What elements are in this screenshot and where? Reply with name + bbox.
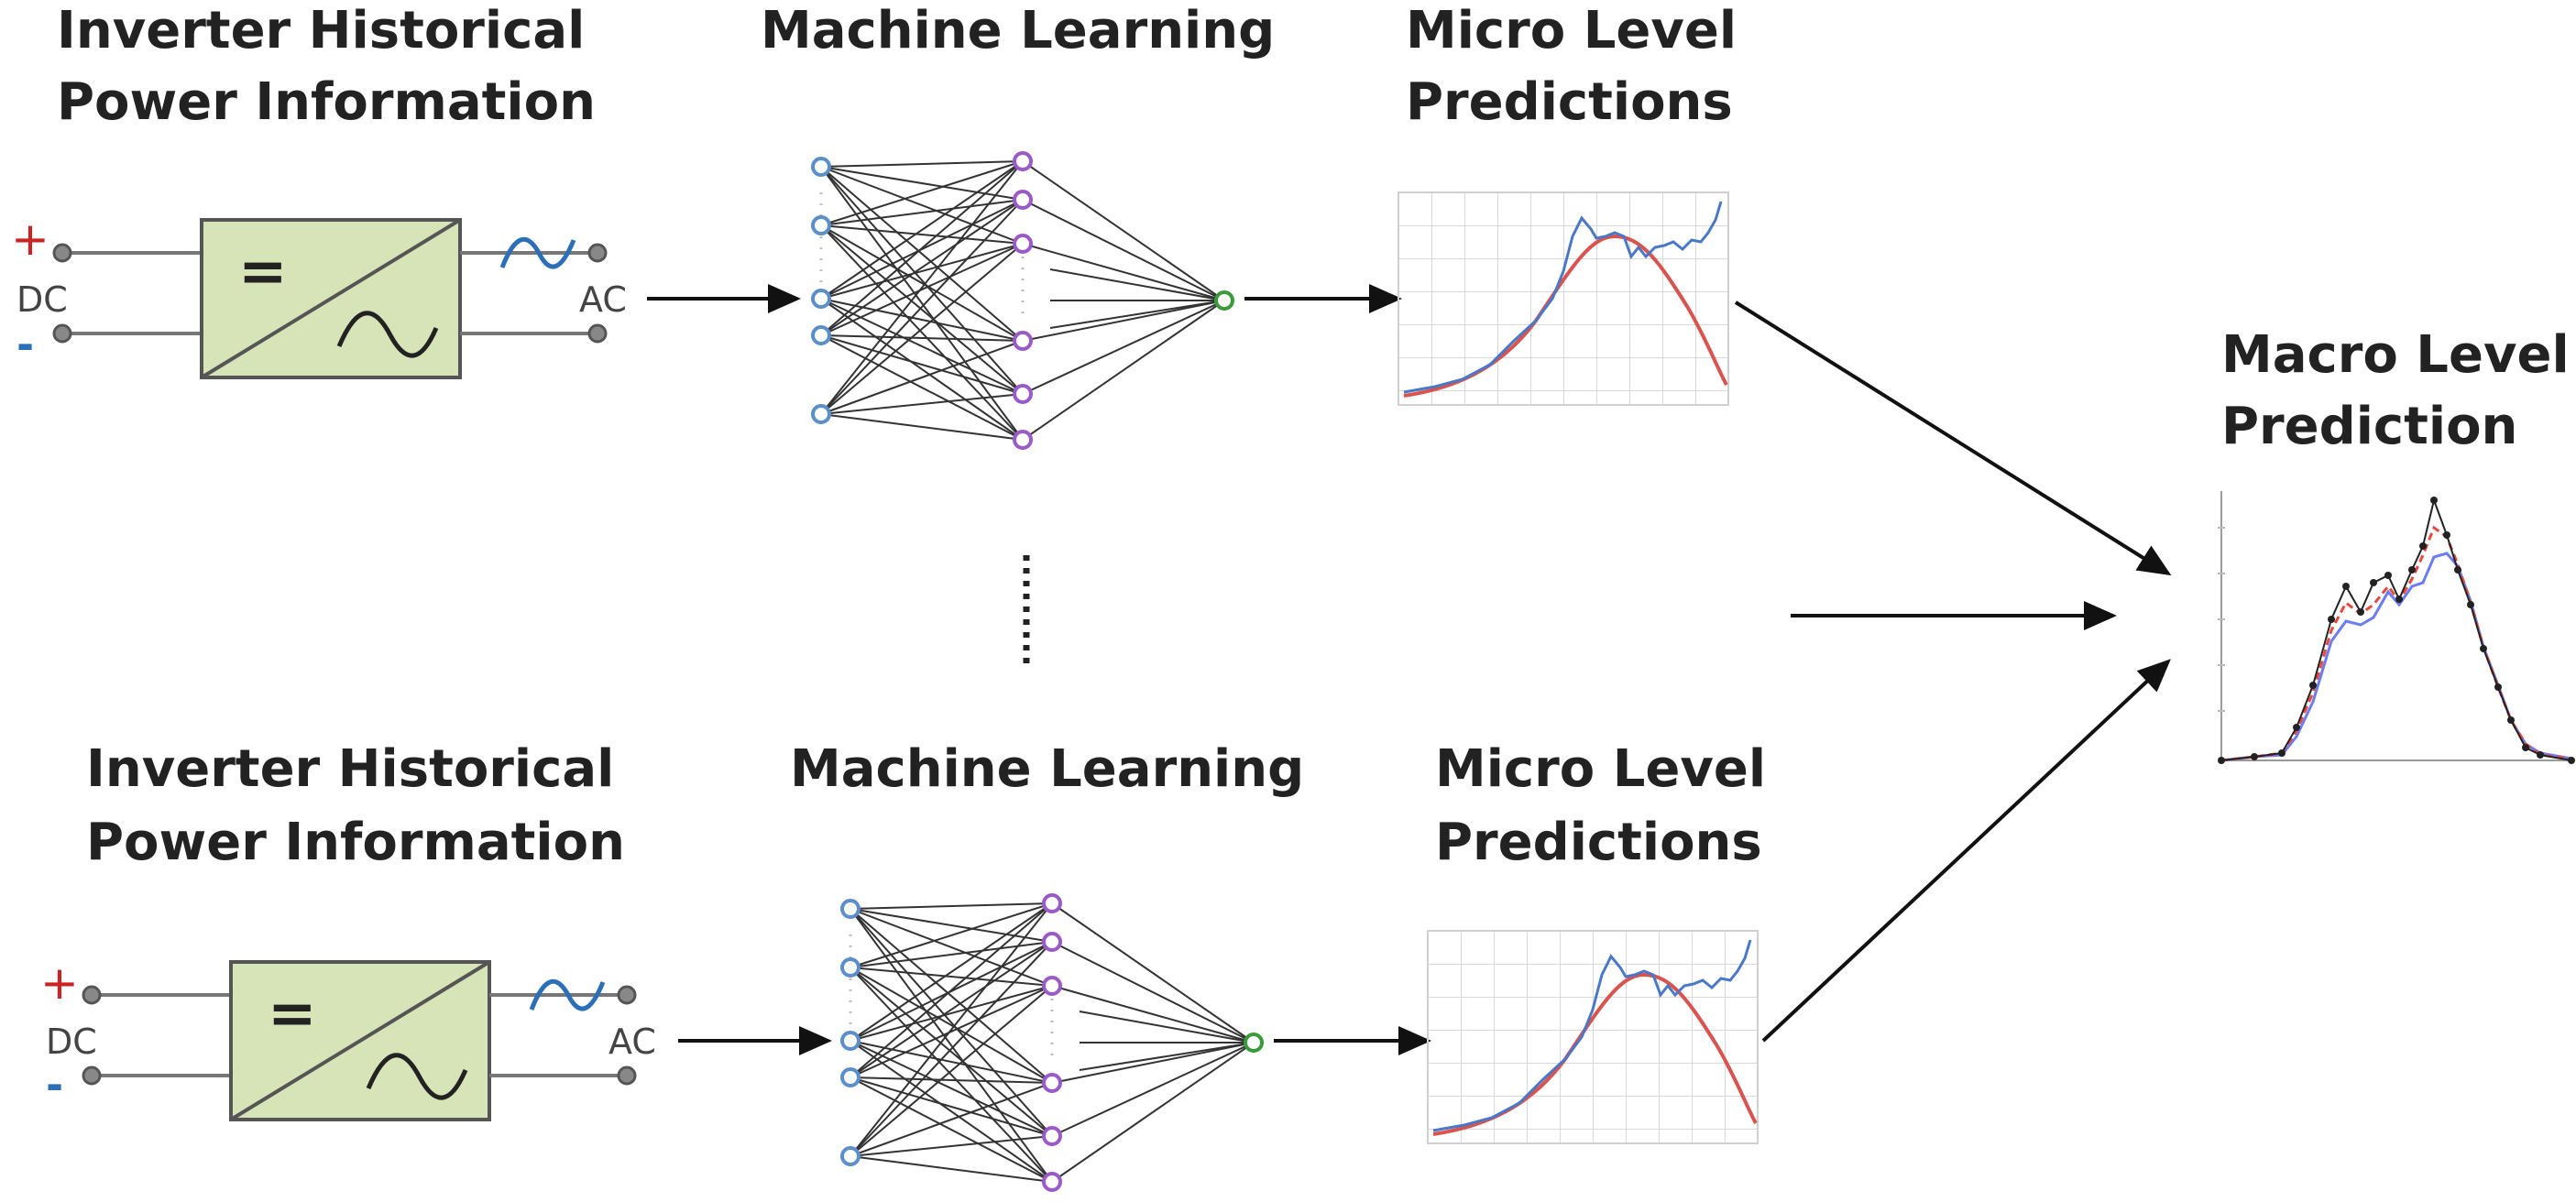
macro-actual-point — [2357, 608, 2364, 616]
macro-actual-point — [2430, 497, 2438, 504]
input-node — [840, 1146, 860, 1166]
macro-actual-point — [2293, 724, 2300, 731]
ac-label: AC — [579, 279, 627, 320]
minus-sign: - — [16, 320, 34, 369]
equals-sign: = — [268, 980, 317, 1048]
input-node — [811, 215, 831, 235]
arrow-icon — [1761, 659, 2171, 1043]
hidden-node — [1042, 976, 1062, 996]
input-node — [840, 1031, 860, 1051]
input-node — [840, 1067, 860, 1087]
neural-network-icon — [811, 151, 1234, 450]
macro-actual-point — [2494, 683, 2502, 691]
macro-blue-line — [2220, 552, 2572, 762]
pipeline-bottom: Inverter Historical Power Information + … — [40, 739, 1766, 1192]
input-node — [840, 899, 860, 919]
macro-actual-point — [2384, 572, 2392, 579]
ml-title: Machine Learning — [761, 1, 1275, 60]
macro-actual-point — [2218, 757, 2225, 764]
micro-title-line1: Micro Level — [1406, 1, 1737, 60]
micro-title-line1: Micro Level — [1435, 739, 1766, 799]
dc-label: DC — [16, 279, 68, 320]
macro-actual-point — [2328, 616, 2335, 623]
hidden-node — [1042, 1172, 1062, 1192]
neural-network-icon — [840, 893, 1264, 1192]
macro-actual-point — [2480, 645, 2487, 652]
micro-actual-line — [1432, 939, 1752, 1132]
macro-actual-point — [2537, 751, 2544, 759]
micro-title-line2: Predictions — [1406, 72, 1733, 132]
input-node — [811, 404, 831, 424]
input-title-line1: Inverter Historical — [86, 739, 614, 799]
input-title-line1: Inverter Historical — [57, 1, 585, 60]
hidden-node — [1013, 190, 1033, 210]
macro-actual-point — [2370, 579, 2377, 586]
input-title-line2: Power Information — [86, 813, 625, 872]
dc-ac-inverter-icon: + DC - = AC — [40, 956, 656, 1121]
arrow-icon — [1734, 300, 2172, 576]
input-node — [811, 289, 831, 309]
macro-actual-line — [2220, 497, 2572, 761]
output-node — [1214, 290, 1234, 311]
input-node — [840, 957, 860, 978]
macro-title-line1: Macro Level — [2221, 325, 2570, 385]
hidden-node — [1013, 151, 1033, 171]
hidden-node — [1013, 430, 1033, 450]
micro-actual-line — [1403, 201, 1723, 394]
macro-actual-point — [2309, 682, 2317, 689]
pipeline-top: Inverter Historical Power Information + … — [11, 1, 1737, 450]
macro-red-line — [2220, 525, 2572, 762]
dc-ac-inverter-icon: + DC - = AC — [11, 213, 627, 379]
plus-sign: + — [11, 213, 49, 266]
ac-label: AC — [608, 1022, 656, 1062]
macro-actual-point — [2522, 744, 2529, 751]
line-chart-icon — [1398, 191, 1729, 406]
minus-sign: - — [46, 1060, 63, 1109]
macro-actual-point — [2507, 716, 2515, 724]
macro-actual-point — [2342, 583, 2350, 590]
macro-actual-point — [2454, 566, 2461, 574]
ml-title: Machine Learning — [790, 739, 1304, 799]
hidden-node — [1042, 1126, 1062, 1146]
hidden-node — [1042, 1073, 1062, 1093]
macro-actual-point — [2395, 596, 2403, 603]
hidden-node — [1013, 234, 1033, 254]
output-node — [1244, 1033, 1264, 1053]
macro-actual-point — [2443, 531, 2450, 539]
dc-label: DC — [46, 1022, 97, 1062]
macro-actual-point — [2467, 601, 2474, 608]
macro-actual-point — [2419, 542, 2427, 550]
macro-actual-point — [2251, 753, 2258, 760]
macro-title-line2: Prediction — [2221, 397, 2517, 456]
micro-title-line2: Predictions — [1435, 813, 1762, 872]
input-node — [811, 325, 831, 345]
input-node — [811, 157, 831, 177]
hidden-node — [1013, 331, 1033, 351]
hidden-node — [1042, 893, 1062, 913]
macro-actual-point — [2408, 566, 2416, 574]
plus-sign: + — [40, 956, 79, 1010]
macro-chart-icon — [2218, 491, 2575, 764]
line-chart-icon — [1427, 930, 1759, 1144]
input-title-line2: Power Information — [57, 72, 596, 132]
macro-actual-point — [2568, 757, 2575, 764]
equals-sign: = — [238, 238, 288, 306]
macro-actual-point — [2278, 749, 2286, 757]
hidden-node — [1013, 384, 1033, 404]
hidden-node — [1042, 932, 1062, 952]
